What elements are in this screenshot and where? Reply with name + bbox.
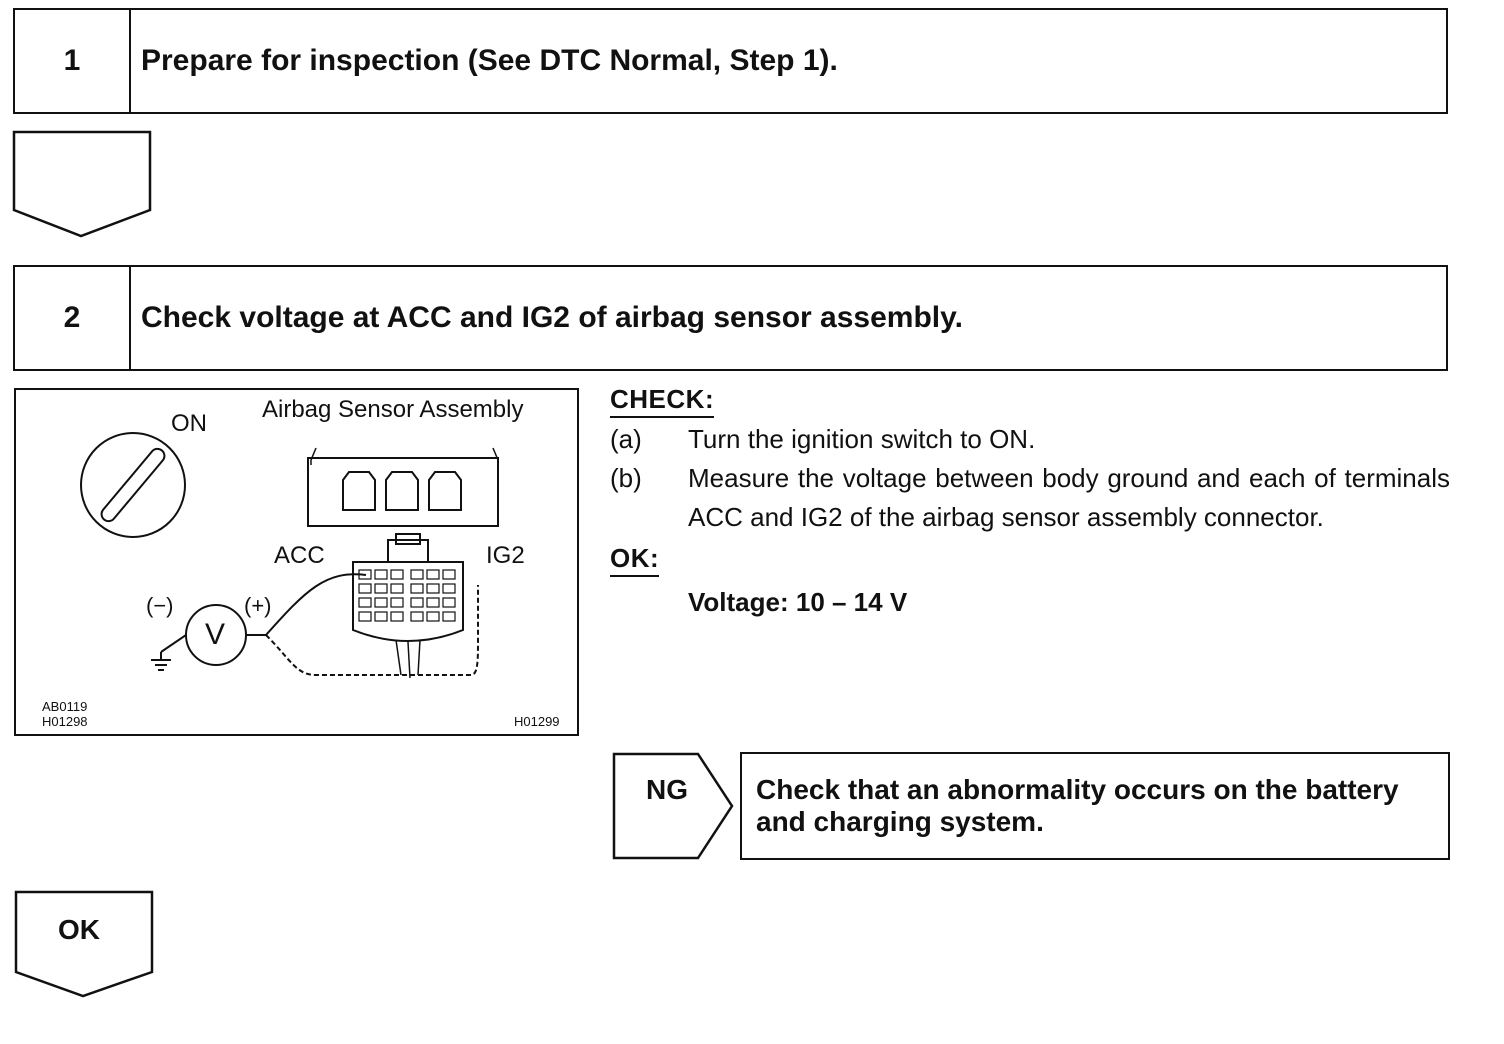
check-header: CHECK: (610, 384, 715, 418)
down-arrow-icon (12, 130, 152, 238)
ok-voltage-value: Voltage: 10 – 14 V (688, 587, 908, 617)
step-2-number: 2 (15, 267, 131, 369)
step-2-box: 2 Check voltage at ACC and IG2 of airbag… (13, 265, 1448, 371)
wiring-diagram: ON Airbag Sensor Assembly ACC IG2 (−) (+… (14, 388, 579, 736)
step-2-title: Check voltage at ACC and IG2 of airbag s… (141, 301, 963, 334)
figure-code-ab0119: AB0119 (42, 699, 88, 714)
ng-arrow: NG (612, 752, 736, 862)
ig2-label: IG2 (486, 542, 525, 569)
ng-result-box: Check that an abnormality occurs on the … (740, 752, 1450, 860)
minus-terminal-label: (−) (146, 593, 174, 618)
plus-terminal-label: (+) (244, 593, 272, 618)
acc-label: ACC (274, 542, 325, 569)
continue-arrow-1 (12, 130, 152, 240)
figure-code-h01298: H01298 (42, 714, 88, 729)
voltmeter-symbol: V (205, 618, 226, 651)
step-1-number: 1 (15, 10, 131, 112)
figure-code-h01299: H01299 (514, 714, 560, 729)
down-arrow-icon (14, 890, 154, 998)
connector-illustration (80, 432, 499, 679)
check-section: CHECK: (a) Turn the ignition switch to O… (610, 384, 1450, 618)
ok-header: OK: (610, 543, 660, 577)
check-item-b-text: Measure the voltage between body ground … (688, 463, 1450, 532)
check-item-a: (a) Turn the ignition switch to ON. (610, 420, 1450, 459)
on-label: ON (171, 410, 207, 437)
check-item-b: (b) Measure the voltage between body gro… (610, 459, 1450, 537)
step-1-title: Prepare for inspection (See DTC Normal, … (141, 44, 838, 77)
ok-arrow: OK (14, 890, 154, 1000)
ng-label: NG (646, 774, 688, 805)
step-1-box: 1 Prepare for inspection (See DTC Normal… (13, 8, 1448, 114)
airbag-sensor-assembly-label: Airbag Sensor Assembly (262, 396, 524, 423)
check-item-a-text: Turn the ignition switch to ON. (688, 424, 1036, 454)
ok-label: OK (58, 914, 100, 945)
right-arrow-icon (612, 752, 734, 860)
check-item-a-label: (a) (610, 424, 642, 454)
check-item-b-label: (b) (610, 463, 642, 493)
